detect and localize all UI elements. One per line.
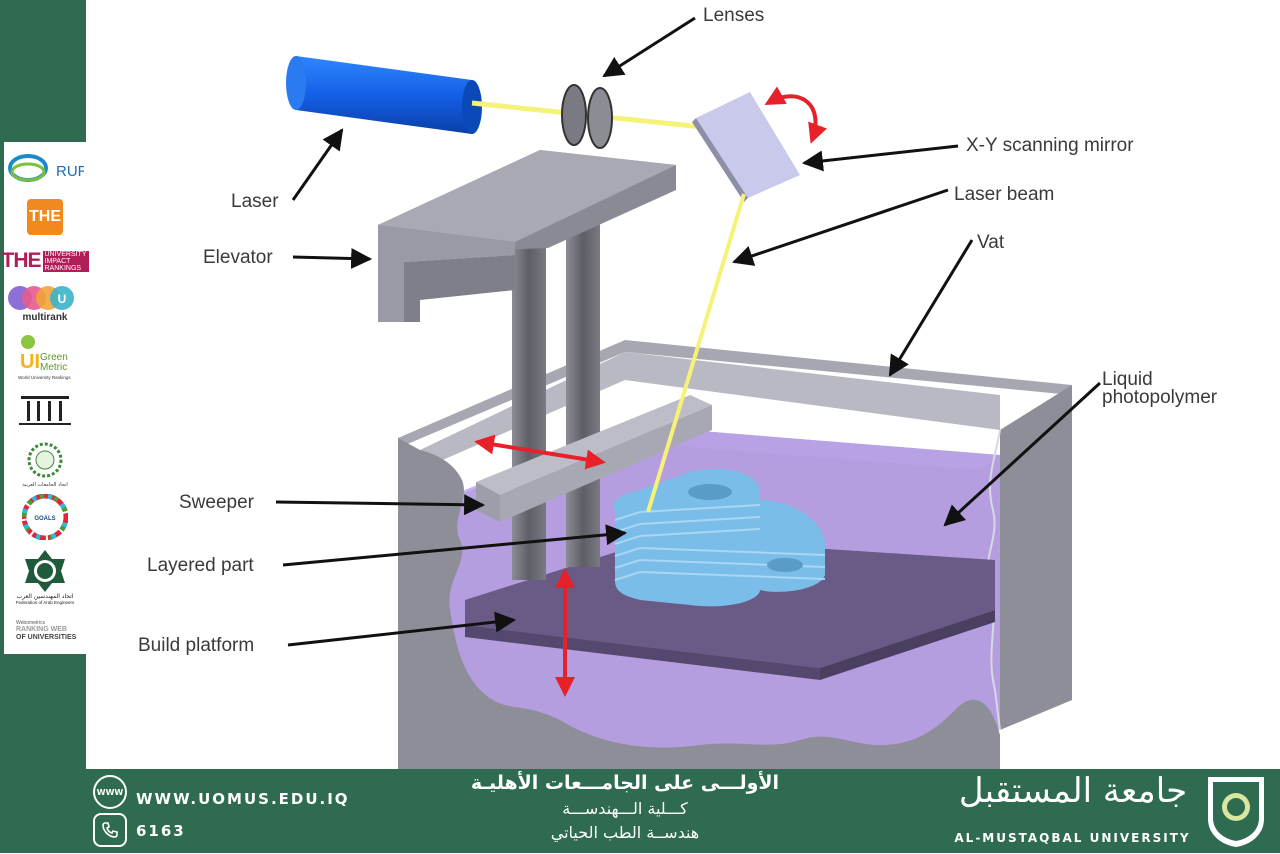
the-impact-text: THE [1, 249, 42, 272]
mirror-rotation-arrow [764, 86, 827, 144]
liquid-callout-arrow [943, 381, 1102, 527]
layered-part [613, 469, 826, 607]
the-impact-line1: UNIVERSITY [42, 250, 89, 258]
laser-beam-vertical [646, 193, 746, 513]
label-sweeper: Sweeper [179, 492, 255, 513]
label-laser: Laser [231, 191, 279, 212]
svg-text:اتحاد الجامعات العربية: اتحاد الجامعات العربية [22, 482, 68, 488]
greenmetric-logo[interactable]: UI Green Metric World University Ranking… [6, 332, 84, 382]
layered-part-callout-arrow [282, 524, 628, 567]
university-arabic-name: جامعة المستقبل [958, 771, 1188, 811]
label-laser-beam: Laser beam [954, 184, 1054, 205]
webometrics-logo[interactable]: Webometrics RANKING WEB OF UNIVERSITIES [6, 618, 84, 644]
octagram-emblem-icon [25, 550, 65, 592]
label-liquid-line2: photopolymer [1102, 387, 1218, 408]
laser-callout-arrow [291, 128, 344, 201]
website-link[interactable]: WWW.UOMUS.EDU.IQ [136, 790, 350, 808]
sweeper-motion-arrow [474, 434, 606, 470]
footer-bar: WWW WWW.UOMUS.EDU.IQ 6163 الأولـــى على … [0, 769, 1280, 853]
svg-text:RUR: RUR [56, 163, 84, 180]
multirank-caption: multirank [22, 311, 68, 323]
university-crest-logo[interactable] [1204, 773, 1268, 849]
the-impact-line2: IMPACT [42, 257, 89, 265]
build-platform-callout-arrow [287, 611, 517, 647]
arabic-slogan: الأولـــى على الجامـــعات الأهليـة [470, 772, 780, 794]
webometrics-line2: OF UNIVERSITIES [16, 634, 77, 641]
xy-scanning-mirror [692, 92, 800, 202]
svg-text:GOALS: GOALS [34, 516, 55, 522]
svg-text:Metric: Metric [40, 362, 67, 373]
arabic-department-name: هندســة الطب الحياتي [550, 823, 700, 842]
the-impact-line3: RANKINGS [42, 264, 89, 272]
arabic-college-name: كـــلية الـــهندســـة [562, 799, 688, 818]
lenses [561, 84, 613, 149]
svg-text:Green: Green [40, 352, 68, 363]
svg-text:UI: UI [20, 351, 40, 373]
vat-callout-arrow [888, 239, 974, 377]
laurel-emblem-icon: اتحاد الجامعات العربية [22, 442, 68, 488]
columns-logo[interactable] [6, 390, 84, 430]
label-layered-part: Layered part [147, 555, 254, 576]
lenses-callout-arrow [602, 16, 696, 78]
sdg-wheel-icon: GOALS [22, 494, 68, 540]
label-build-platform: Build platform [138, 635, 254, 656]
rur-emblem-icon: RUR [8, 154, 84, 182]
university-english-name: AL-MUSTAQBAL UNIVERSITY [954, 831, 1191, 845]
rur-logo[interactable]: RUR [6, 148, 84, 188]
phone-handset-icon [102, 822, 118, 838]
label-elevator: Elevator [203, 247, 273, 268]
globe-icon[interactable]: WWW [93, 775, 127, 809]
arab-engineers-arabic: اتحاد المهندسين العرب [16, 593, 74, 600]
ranking-logos-panel: RUR THE THE UNIVERSITY IMPACT RANKINGS U… [2, 142, 89, 654]
the-logo[interactable]: THE [6, 198, 84, 236]
label-lenses: Lenses [703, 5, 764, 26]
svg-text:World University Rankings: World University Rankings [18, 375, 71, 380]
pillars-icon [19, 396, 71, 425]
laser-source [286, 56, 482, 134]
label-liquid-line1: Liquid [1102, 369, 1153, 390]
label-xy-scanning-mirror: X-Y scanning mirror [966, 135, 1134, 156]
elevator-callout-arrow [292, 248, 373, 270]
elevator [378, 150, 676, 580]
mirror-callout-arrow [801, 144, 959, 172]
www-icon-text: WWW [96, 787, 124, 797]
the-impact-rankings-logo[interactable]: THE UNIVERSITY IMPACT RANKINGS [2, 246, 89, 276]
sla-3d-printing-diagram: Lenses X-Y scanning mirror Laser Laser b… [138, 5, 1218, 769]
beam-callout-arrow [732, 188, 949, 266]
the-logo-text: THE [29, 208, 61, 225]
multirank-logo[interactable]: U multirank [6, 282, 84, 324]
arab-engineers-caption: Federation of Arab Engineers [15, 600, 75, 605]
arab-universities-logo[interactable]: اتحاد الجامعات العربية [6, 440, 84, 490]
phone-icon[interactable] [93, 813, 127, 847]
phone-number[interactable]: 6163 [136, 822, 186, 840]
svg-text:U: U [58, 292, 67, 306]
university-shield-icon [1208, 777, 1264, 847]
greenmetric-emblem-icon: UI Green Metric World University Ranking… [18, 335, 71, 380]
webometrics-line1: RANKING WEB [16, 626, 67, 633]
webometrics-name: Webometrics [16, 620, 46, 626]
arab-engineers-federation-logo[interactable]: اتحاد المهندسين العرب Federation of Arab… [6, 546, 84, 608]
sweeper-callout-arrow [275, 494, 486, 516]
sdg-goals-logo[interactable]: GOALS [6, 494, 84, 540]
label-vat: Vat [977, 232, 1005, 253]
multirank-circles-icon: U [8, 285, 74, 310]
